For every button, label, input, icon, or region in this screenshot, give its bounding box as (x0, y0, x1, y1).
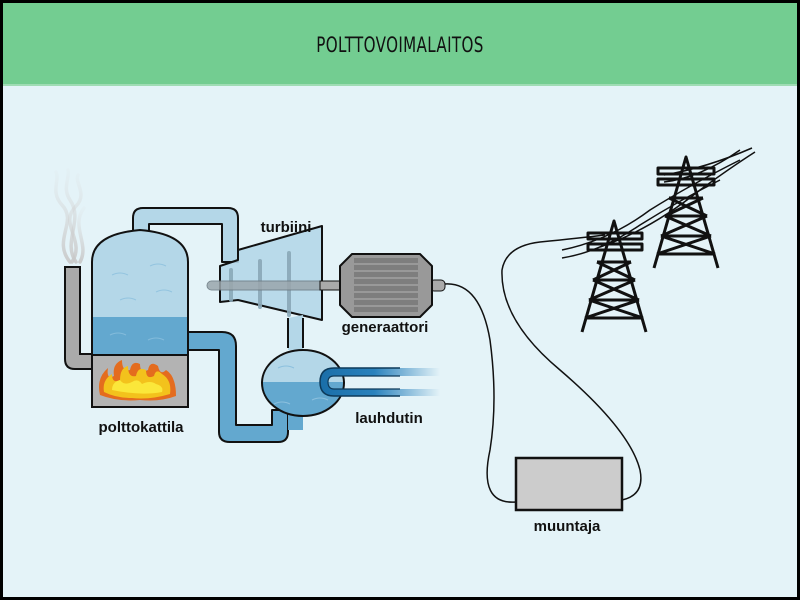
boiler-tank (91, 228, 189, 355)
firebox (91, 354, 189, 408)
label-transformer: muuntaja (534, 518, 601, 535)
label-condenser: lauhdutin (355, 410, 423, 427)
diagram-frame: POLTTOVOIMALAITOS (3, 3, 797, 597)
generator-grille (354, 258, 418, 312)
water-pipe (187, 331, 289, 443)
transformer (514, 456, 624, 512)
power-pylon-front (580, 219, 648, 333)
header-bar: POLTTOVOIMALAITOS (3, 3, 797, 86)
power-pylon-back (652, 155, 720, 269)
generator (319, 253, 446, 318)
coolant-pipe (319, 367, 440, 397)
label-generator: generaattori (342, 319, 429, 336)
power-cables (444, 147, 756, 503)
turbine (206, 225, 342, 350)
chimney (64, 266, 93, 370)
label-boiler: polttokattila (99, 419, 185, 436)
smoke (54, 168, 86, 264)
label-turbine: turbiini (261, 219, 312, 236)
fire-icon (99, 360, 176, 401)
page-title: POLTTOVOIMALAITOS (316, 33, 484, 57)
power-plant-diagram: polttokattila turbiini generaattori lauh… (54, 147, 756, 535)
